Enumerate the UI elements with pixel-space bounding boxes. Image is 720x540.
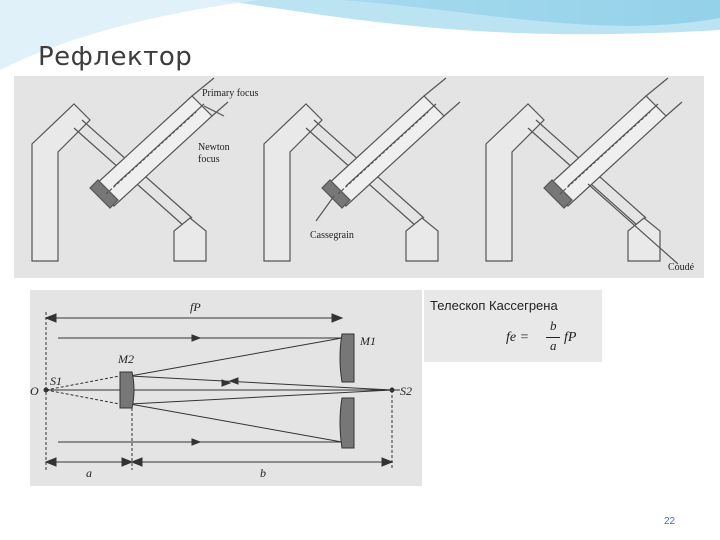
label-fp: fP bbox=[190, 300, 201, 314]
telescope-foci-diagram bbox=[31, 77, 683, 265]
formula-title: Телескоп Кассегрена bbox=[430, 298, 558, 313]
formula-rhs: fP bbox=[564, 330, 577, 345]
formula-numerator: b bbox=[550, 318, 557, 333]
slide-title: Рефлектор bbox=[38, 42, 193, 72]
formula-lhs: fe = bbox=[506, 330, 530, 345]
page-number: 22 bbox=[664, 516, 676, 527]
label-m1: M1 bbox=[360, 334, 376, 348]
label-newton-focus-1: Newton bbox=[198, 142, 230, 153]
mount-cassegrain bbox=[263, 77, 461, 262]
fraction-bar bbox=[546, 337, 560, 338]
label-s1: S1 bbox=[50, 374, 62, 388]
header-swoosh bbox=[0, 0, 720, 70]
formula-box: Телескоп Кассегрена fe = b a fP bbox=[424, 290, 602, 362]
formula-denominator: a bbox=[550, 338, 557, 353]
telescope-foci-figure: Primary focus Newton focus Cassegrain Co… bbox=[14, 76, 704, 278]
cassegrain-optics-figure: fP M1 M2 S1 S2 O a b bbox=[30, 290, 422, 486]
label-m2: M2 bbox=[118, 352, 134, 366]
label-primary-focus: Primary focus bbox=[202, 88, 259, 99]
label-b: b bbox=[260, 466, 266, 480]
label-a: a bbox=[86, 466, 92, 480]
label-s2: S2 bbox=[400, 384, 412, 398]
mount-primary-newton bbox=[31, 77, 229, 262]
cassegrain-optics-diagram bbox=[43, 312, 400, 470]
label-o: O bbox=[30, 384, 39, 398]
label-newton-focus-2: focus bbox=[198, 154, 220, 165]
label-cassegrain: Cassegrain bbox=[310, 230, 354, 241]
mount-coude bbox=[485, 77, 683, 265]
label-coude: Coudé bbox=[668, 262, 695, 273]
